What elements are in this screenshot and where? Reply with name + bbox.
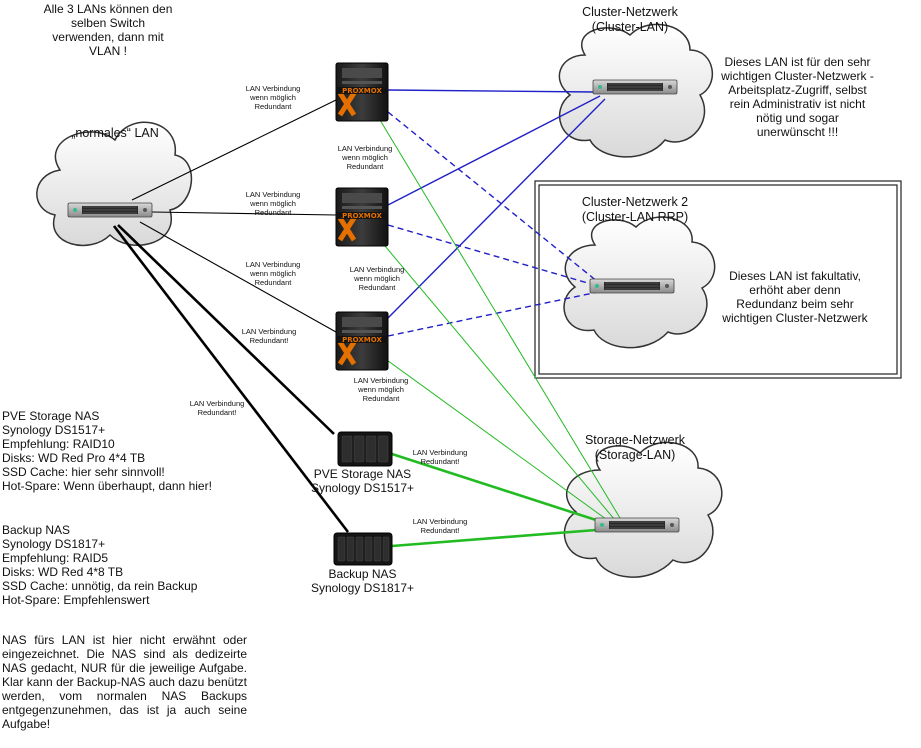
storage-link-server1 [379, 119, 621, 519]
lan-link-backup-nas [112, 225, 350, 533]
storage-lan-title: Storage-Netzwerk (Storage-LAN) [584, 433, 686, 462]
rrp-link-server1 [387, 111, 599, 283]
backup-nas-device [333, 532, 393, 566]
lan-link-server3 [139, 221, 337, 333]
cloud-storage-lan [563, 441, 723, 578]
switch-normal-lan [67, 202, 153, 218]
switch-storage-lan [594, 517, 680, 533]
cluster-link-server1 [387, 89, 596, 93]
link-label-pve-nas-lan: LAN Verbindung Redundant! [241, 327, 297, 345]
link-label-backup-nas-lan: LAN Verbindung Redundant! [189, 399, 245, 417]
link-label-server3-storage: LAN Verbindung wenn möglich Redundant [353, 376, 409, 403]
storage-link-server2 [379, 239, 616, 521]
lan-link-server2 [151, 211, 337, 216]
rrp-title: Cluster-Netzwerk 2 (Cluster-LAN RRP) [581, 195, 689, 224]
note-cluster-lan: Dieses LAN ist für den sehr wichtigen Cl… [721, 55, 874, 139]
storage-link-backup-nas [391, 528, 597, 548]
storage-link-server3 [379, 354, 611, 523]
storage-links [379, 119, 621, 548]
lan-links [112, 99, 350, 533]
pve-nas-device [337, 431, 393, 467]
note-bottom: NAS fürs LAN ist hier nicht erwähnt oder… [2, 633, 247, 731]
switch-cluster-lan [592, 79, 678, 95]
link-label-backup-nas-storage: LAN Verbindung Redundant! [412, 517, 468, 535]
switch-cluster-rrp [589, 278, 675, 294]
proxmox-server-3: PROXMOX [335, 311, 389, 371]
normal-lan-title: „normales“ LAN [71, 126, 159, 140]
link-label-server1-lan: LAN Verbindung wenn möglich Redundant [245, 84, 301, 111]
note-vlan: Alle 3 LANs können den selben Switch ver… [43, 2, 173, 58]
note-pve-nas: PVE Storage NAS Synology DS1517+ Empfehl… [2, 409, 212, 493]
link-label-server1-storage: LAN Verbindung wenn möglich Redundant [337, 144, 393, 171]
proxmox-logo-text: PROXMOX [342, 212, 382, 220]
rrp-link-server3 [387, 291, 599, 337]
cluster-lan-title: Cluster-Netzwerk (Cluster-LAN) [582, 5, 678, 34]
link-label-server2-lan: LAN Verbindung wenn möglich Redundant [245, 190, 301, 217]
pve-nas-label: PVE Storage NAS Synology DS1517+ [310, 467, 415, 495]
note-backup-nas: Backup NAS Synology DS1817+ Empfehlung: … [2, 523, 198, 607]
link-label-server2-storage: LAN Verbindung wenn möglich Redundant [349, 265, 405, 292]
link-label-pve-nas-storage: LAN Verbindung Redundant! [412, 448, 468, 466]
proxmox-logo-text: PROXMOX [342, 336, 382, 344]
note-rrp: Dieses LAN ist fakultativ, erhöht aber d… [722, 269, 868, 325]
cluster-link-server2 [387, 95, 601, 206]
storage-link-pve-nas [391, 452, 597, 522]
link-label-server3-lan: LAN Verbindung wenn möglich Redundant [245, 260, 301, 287]
rrp-frame [534, 180, 902, 379]
backup-nas-label: Backup NAS Synology DS1817+ [310, 567, 415, 595]
proxmox-logo-text: PROXMOX [342, 87, 382, 95]
lan-link-server1 [131, 99, 337, 201]
proxmox-server-1: PROXMOX [335, 62, 389, 122]
lan-link-pve-nas [117, 224, 335, 435]
rrp-link-server2 [387, 224, 599, 287]
cluster-links [387, 89, 606, 337]
cluster-link-server3 [387, 98, 606, 319]
proxmox-server-2: PROXMOX [335, 187, 389, 247]
